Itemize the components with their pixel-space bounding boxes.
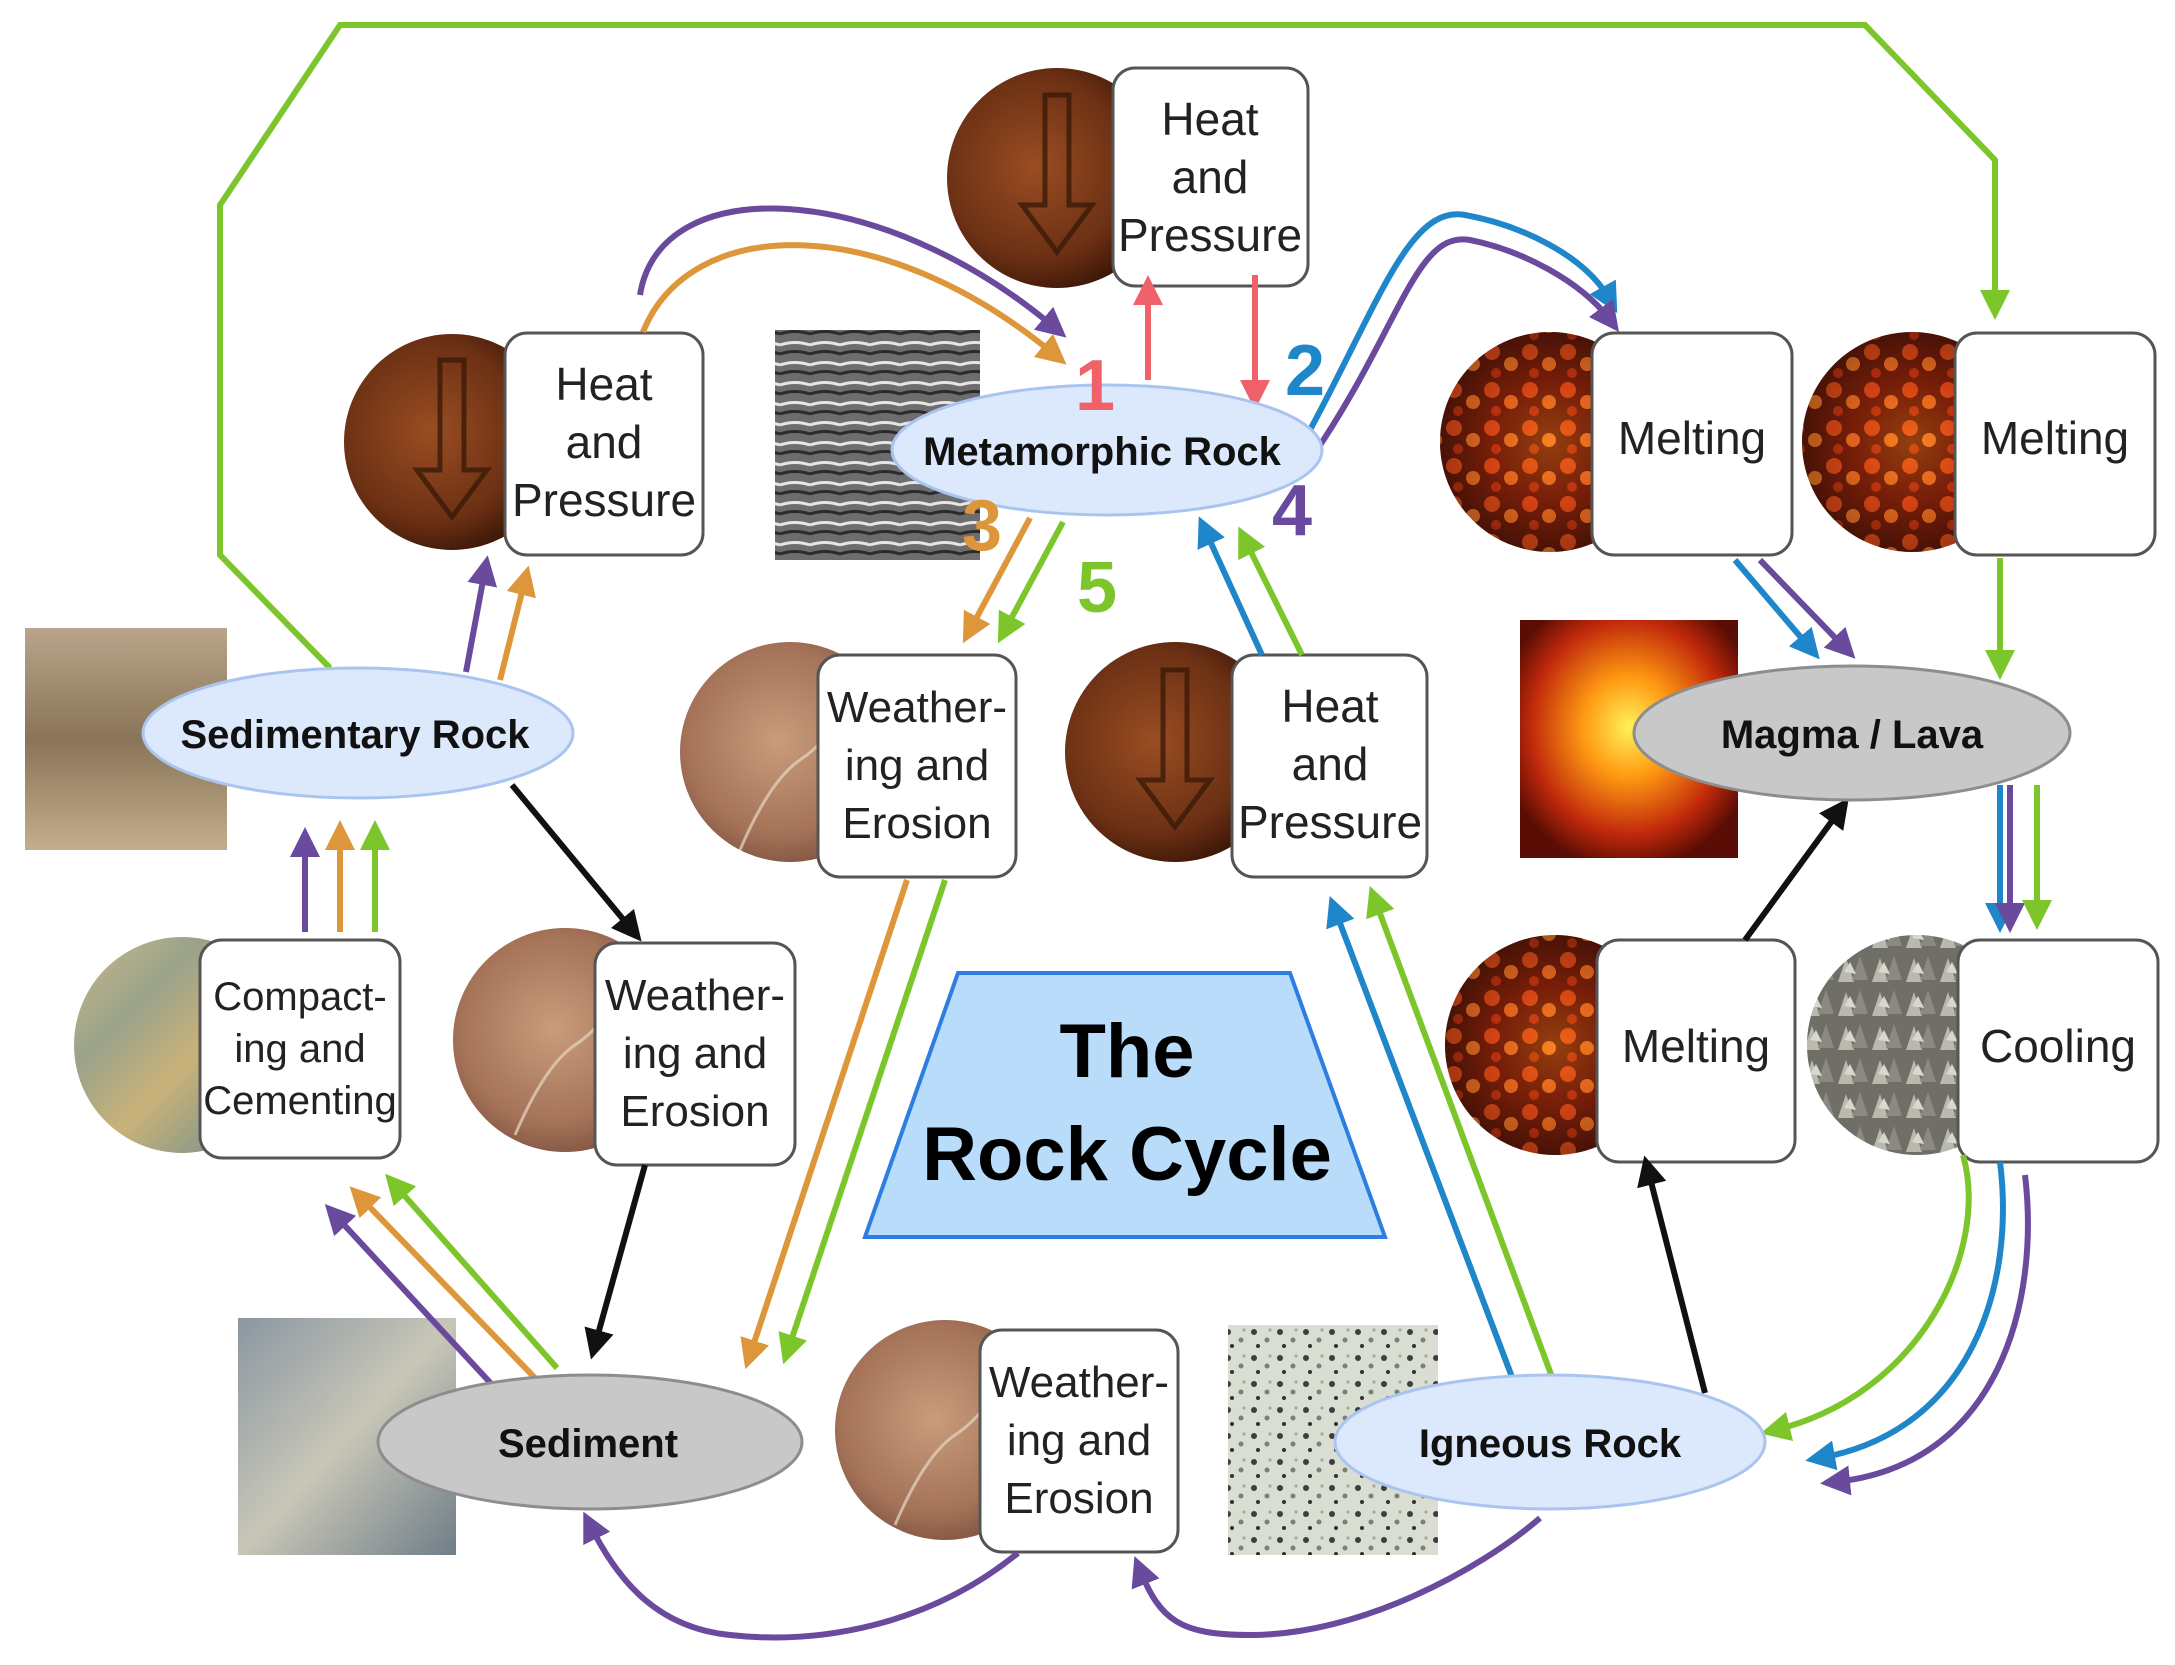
hp-mid-line-3: Pressure — [1238, 796, 1422, 848]
node-sedimentary-rock: Sedimentary Rock — [141, 666, 575, 800]
node-magma-lava: Magma / Lava — [1632, 664, 2072, 802]
title-line-1: The — [1059, 1009, 1194, 1094]
hp-mid-line-2: and — [1292, 738, 1369, 790]
heat-pressure-icon — [1065, 642, 1285, 862]
sedimentary-rock-label: Sedimentary Rock — [180, 713, 530, 757]
compact-line-1: Compact- — [213, 975, 386, 1019]
we-left-line-1: Weather- — [605, 971, 785, 1020]
we-center-line-3: Erosion — [842, 799, 991, 848]
compacting-cementing: Compact- ing and Cementing — [74, 937, 402, 1160]
melting-2: Melting — [1802, 331, 2157, 557]
weathering-bottom: Weather- ing and Erosion — [835, 1320, 1180, 1554]
melting-3: Melting — [1445, 935, 1797, 1164]
metamorphic-rock-label: Metamorphic Rock — [923, 430, 1282, 474]
melting-1-label: Melting — [1618, 412, 1766, 464]
title-line-2: Rock Cycle — [922, 1112, 1332, 1197]
hp-left-line-1: Heat — [555, 358, 652, 410]
we-bottom-line-2: ing and — [1007, 1416, 1151, 1465]
melting-2-label: Melting — [1981, 412, 2129, 464]
melting-3-label: Melting — [1622, 1020, 1770, 1072]
heat-pressure-top: Heat and Pressure — [947, 66, 1310, 288]
igneous-rock-label: Igneous Rock — [1419, 1422, 1682, 1466]
path-number-4: 4 — [1272, 471, 1312, 551]
path-number-3: 3 — [962, 486, 1002, 566]
hp-mid-line-1: Heat — [1281, 680, 1378, 732]
compact-line-2: ing and — [234, 1027, 365, 1071]
hp-top-line-3: Pressure — [1118, 209, 1302, 261]
we-center-line-1: Weather- — [827, 683, 1007, 732]
cooling-label: Cooling — [1980, 1020, 2136, 1072]
path-number-2: 2 — [1285, 331, 1325, 411]
hp-top-line-1: Heat — [1161, 93, 1258, 145]
weathering-center: Weather- ing and Erosion — [680, 642, 1018, 879]
we-bottom-line-3: Erosion — [1004, 1474, 1153, 1523]
we-left-line-3: Erosion — [620, 1087, 769, 1136]
melting-1: Melting — [1440, 331, 1794, 557]
node-metamorphic-rock: Metamorphic Rock — [890, 383, 1324, 517]
heat-pressure-left: Heat and Pressure — [344, 331, 705, 557]
we-bottom-line-1: Weather- — [989, 1358, 1169, 1407]
cooling: Cooling — [1807, 935, 2160, 1164]
sediment-label: Sediment — [498, 1422, 678, 1466]
path-number-1: 1 — [1075, 346, 1115, 426]
compact-line-3: Cementing — [203, 1079, 396, 1123]
hp-top-line-2: and — [1172, 151, 1249, 203]
arrows — [217, 22, 2052, 1641]
heat-pressure-middle: Heat and Pressure — [1065, 642, 1429, 879]
path-number-5: 5 — [1077, 548, 1117, 628]
node-sediment: Sediment — [376, 1373, 804, 1511]
weathering-left: Weather- ing and Erosion — [453, 928, 797, 1167]
hp-left-line-2: and — [566, 416, 643, 468]
we-center-line-2: ing and — [845, 741, 989, 790]
magma-lava-label: Magma / Lava — [1721, 713, 1984, 757]
we-left-line-2: ing and — [623, 1029, 767, 1078]
title-trapezoid — [862, 971, 1388, 1239]
hp-left-line-3: Pressure — [512, 474, 696, 526]
node-igneous-rock: Igneous Rock — [1333, 1373, 1767, 1511]
